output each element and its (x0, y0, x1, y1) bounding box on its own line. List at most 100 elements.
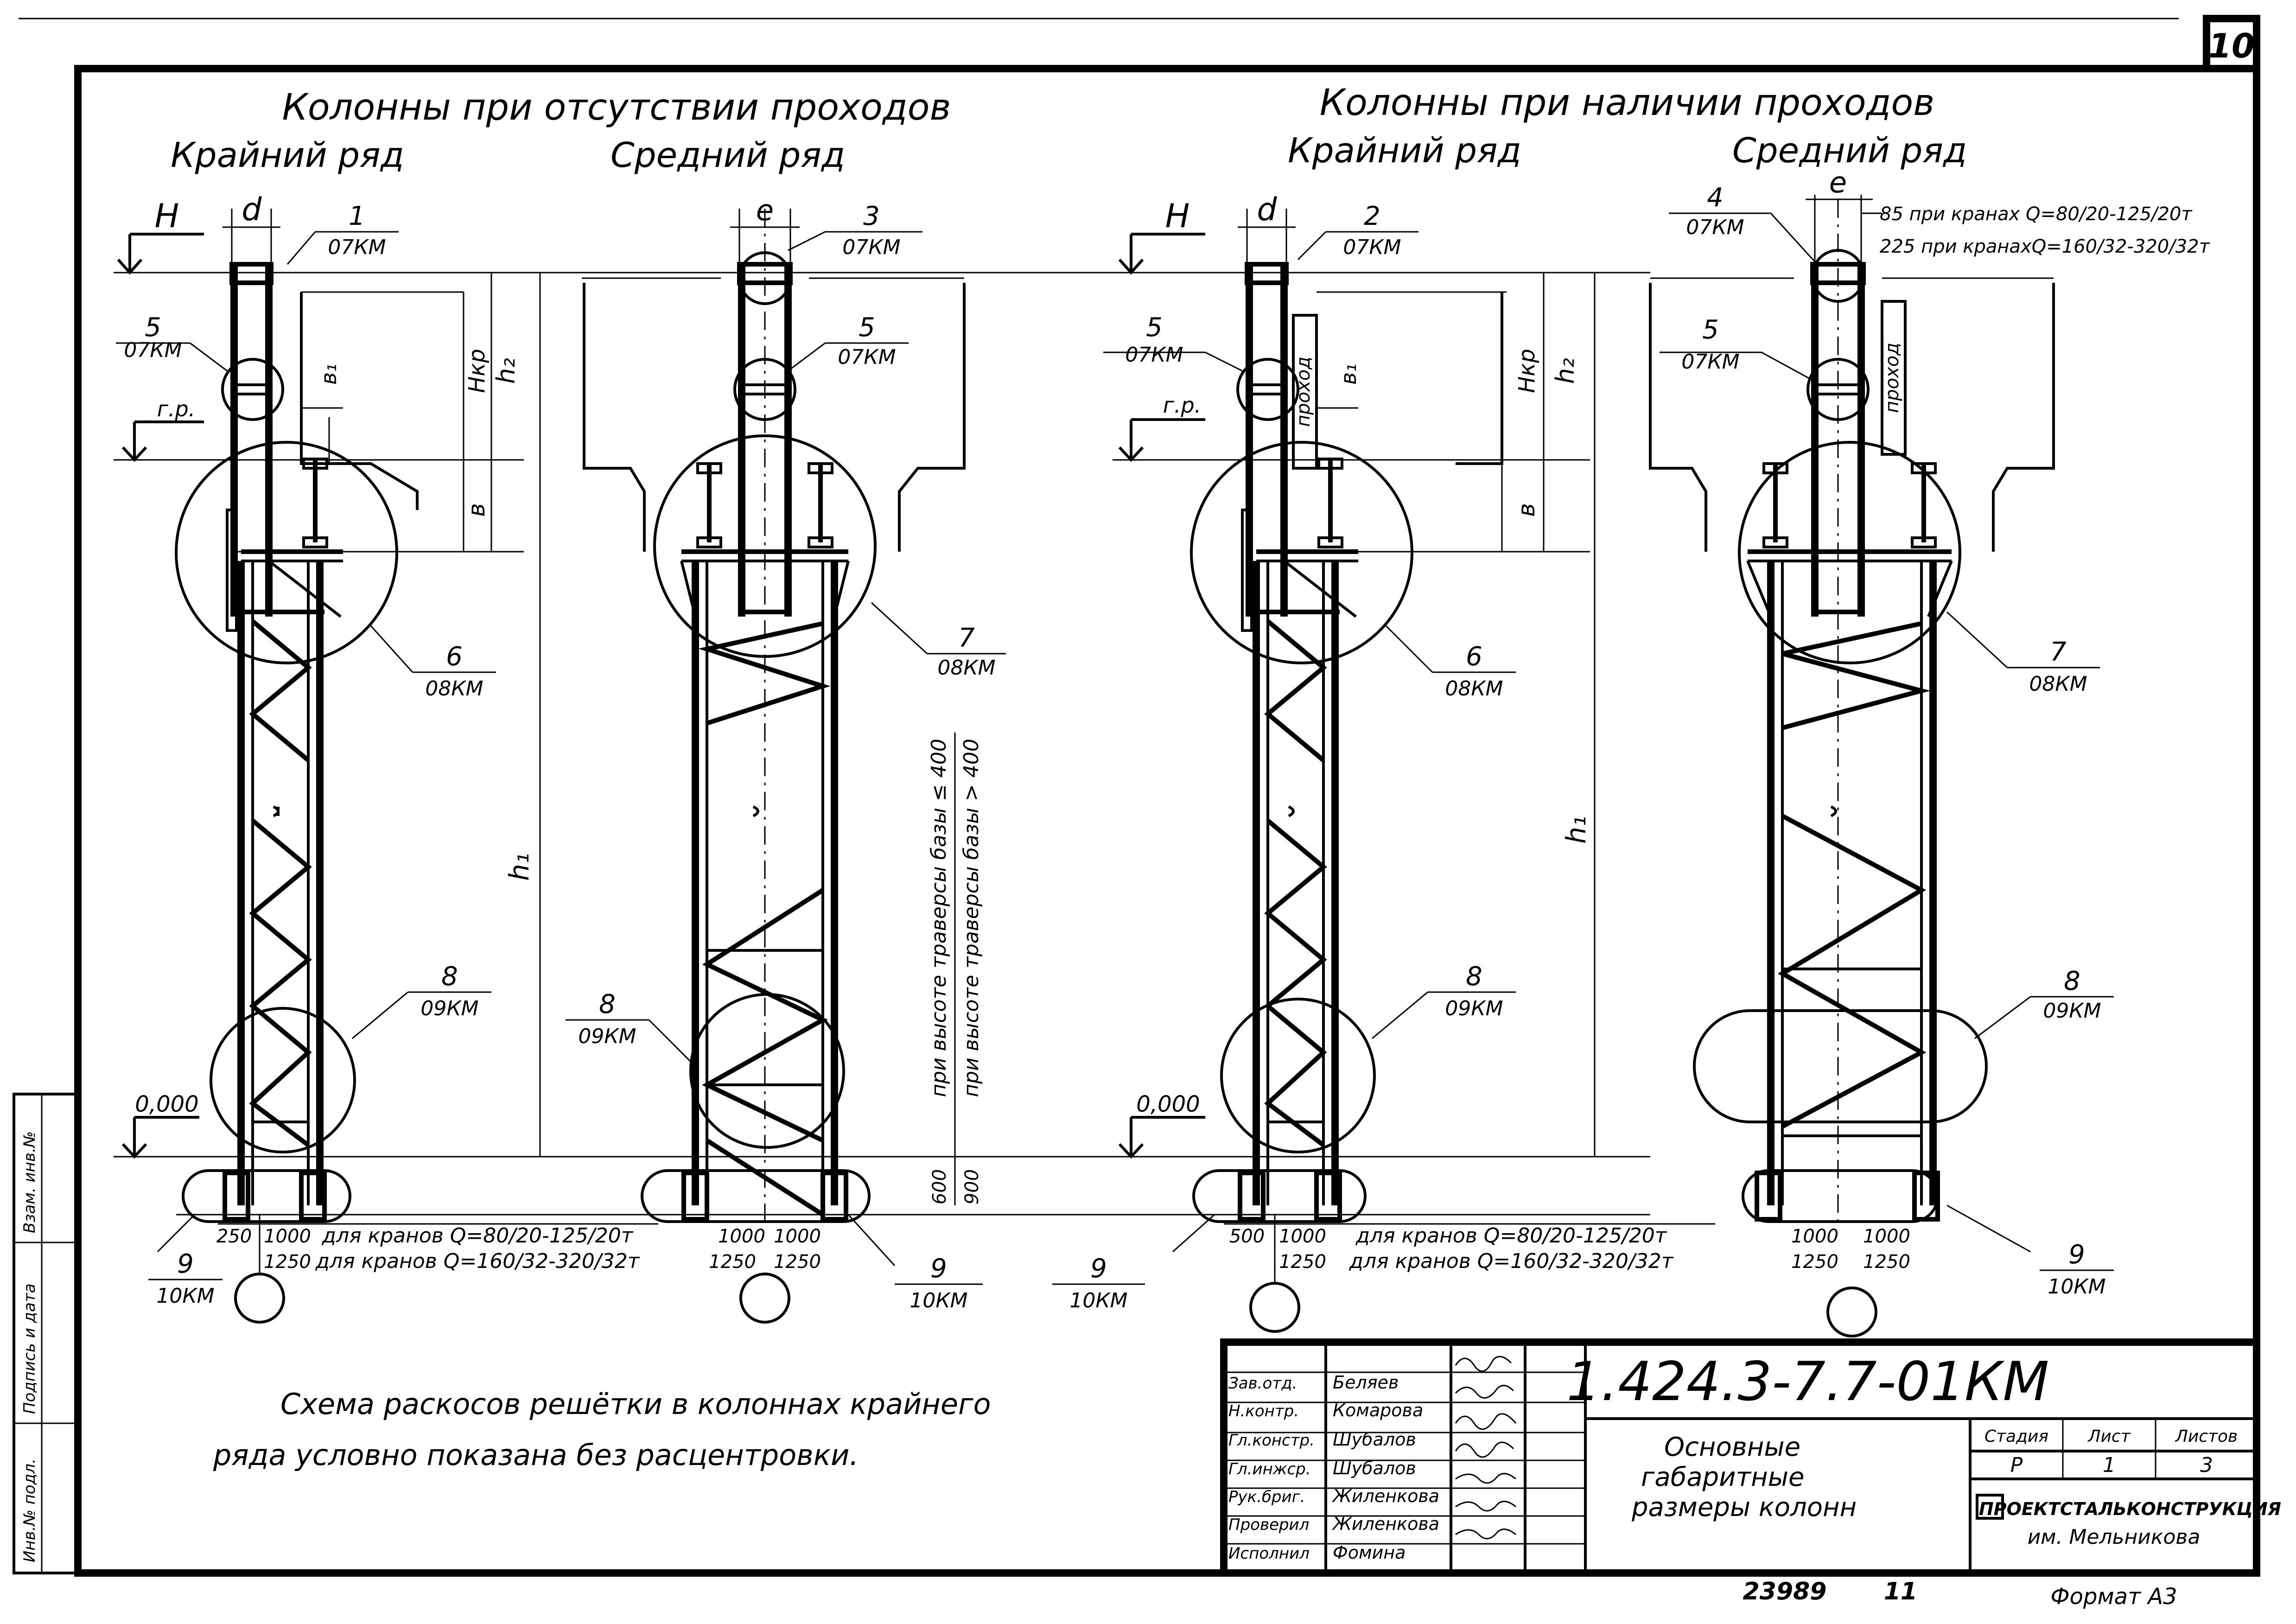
callout-sheet: 09КМ (420, 997, 478, 1020)
level-marker-rail-1: г.р. (121, 396, 204, 462)
dim-1250-a: 1250 (264, 1251, 311, 1273)
dim-1000-b: 1000 (718, 1226, 765, 1247)
callout-sheet: 07КМ (1125, 343, 1183, 367)
side-stamp-inv: Инв.№ подл. (20, 1458, 39, 1562)
dim-1000-e: 1000 (1791, 1226, 1838, 1247)
dim-1000-d: 1000 (1279, 1226, 1326, 1247)
callout-sheet: 07КМ (1681, 350, 1739, 374)
callout-num: 9 (1090, 1254, 1107, 1284)
section-titles: Колонны при отсутствии проходов Крайний … (171, 82, 1967, 175)
callout-num: 5 (859, 312, 875, 343)
stage-value: Р (2010, 1453, 2023, 1477)
format-label: Формат А3 (2050, 1584, 2177, 1610)
column-outer-no-passage (175, 262, 398, 1324)
label-zero-1: 0,000 (135, 1091, 198, 1117)
callout-sheet: 09КМ (578, 1025, 636, 1048)
callout-sheet: 10КМ (1069, 1289, 1127, 1312)
callout-num: 8 (1466, 962, 1482, 992)
subtitle-outer-row-1: Крайний ряд (171, 135, 404, 175)
signatory-name: Беляев (1333, 1372, 1399, 1393)
callout-num: 9 (177, 1249, 194, 1279)
callout-leaders (116, 212, 2114, 1285)
base-note-large: при высоте траверсы базы > 400 (960, 739, 983, 1097)
dim-hkr-2: Нкр (1514, 349, 1540, 393)
signatory-name: Фомина (1333, 1542, 1406, 1563)
title-line-3: размеры колонн (1631, 1492, 1857, 1522)
org-name: ПРОЕКТСТАЛЬКОНСТРУКЦИЯ (1979, 1499, 2281, 1519)
callout-sheet: 08КМ (425, 677, 483, 701)
subtitle-outer-row-2: Крайний ряд (1288, 131, 1521, 171)
dim-1250-b: 1250 (709, 1251, 756, 1273)
dim-d-2: d (1257, 191, 1277, 228)
signatory-name: Шубалов (1333, 1458, 1416, 1478)
archive-number: 23989 (1743, 1578, 1827, 1605)
dim-1000-a: 1000 (264, 1226, 311, 1247)
signatory-role: Гл.констр. (1228, 1431, 1315, 1450)
dim-1000-f: 1000 (1863, 1226, 1910, 1247)
label-rail-2: г.р. (1163, 393, 1202, 418)
callout-sheet: 08КМ (937, 656, 995, 680)
crane-note-large-2: для кранов Q=160/32-320/32т (1349, 1249, 1674, 1273)
dim-h2-2: h₂ (1551, 358, 1580, 384)
org-logo (1976, 1494, 2004, 1520)
passage-label-1: проход (1293, 357, 1314, 427)
level-marker-H-2: H (1118, 197, 1205, 275)
dim-1250-d: 1250 (1279, 1251, 1326, 1273)
crane-note-large-1: для кранов Q=160/32-320/32т (315, 1249, 640, 1273)
column-outer-with-passage-dims: d в₁ Нкр h₂ в h₁ (1238, 191, 1596, 1157)
column-middle-with-passage: проход (1693, 199, 1988, 1337)
page-number: 11 (1884, 1578, 1917, 1605)
signatory-role: Исполнил (1228, 1544, 1310, 1563)
callout-sheet: 07КМ (838, 345, 896, 369)
general-note: Схема раскосов решётки в колоннах крайне… (213, 1387, 991, 1472)
callout-sheet: 07КМ (328, 236, 386, 259)
level-marker-H-1: H (117, 197, 204, 275)
callout-sheet: 09КМ (1445, 997, 1503, 1020)
callout-num: 4 (1707, 183, 1724, 213)
note-line-2: ряда условно показана без расцентровки. (213, 1438, 859, 1472)
sheets-value: 3 (2200, 1453, 2213, 1477)
signatory-name: Шубалов (1333, 1429, 1416, 1450)
callout-sheet: 07КМ (1343, 236, 1401, 259)
sheet-header: Лист (2087, 1427, 2131, 1446)
base-dim-900: 900 (961, 1169, 983, 1204)
base-dim-600: 600 (929, 1169, 950, 1204)
stage-header: Стадия (1984, 1427, 2048, 1446)
signatory-role: Проверил (1228, 1516, 1309, 1534)
callout-sheet: 08КМ (1445, 677, 1503, 701)
callout-sheet: 09КМ (2043, 999, 2101, 1023)
column-middle-with-passage-dims: e 85 при кранах Q=80/20-125/20т 225 при … (1649, 166, 2211, 552)
title-line-1: Основные (1664, 1432, 1800, 1462)
signatory-role: Н.контр. (1228, 1402, 1299, 1420)
dim-h1-2: h₁ (1560, 816, 1592, 844)
signatory-name: Жиленкова (1332, 1514, 1439, 1534)
callout-num: 8 (2064, 966, 2080, 996)
column-outer-with-passage: проход (1190, 262, 1413, 1333)
callout-num: 6 (1466, 642, 1482, 672)
signatory-role: Зав.отд. (1228, 1374, 1297, 1393)
level-lines (114, 272, 1650, 1216)
dim-b-2: в (1513, 503, 1540, 516)
footer: 23989 11 Формат А3 (1743, 1578, 2177, 1610)
signatory-name: Комарова (1333, 1400, 1423, 1420)
dim-e-2: e (1829, 166, 1847, 199)
callout-labels: 1 07КМ 3 07КМ 2 07КМ 4 07КМ 5 07КМ 5 07К… (124, 183, 2105, 1312)
callout-sheet: 08КМ (2029, 672, 2087, 696)
label-rail-1: г.р. (157, 396, 196, 421)
subtitle-middle-row-2: Средний ряд (1732, 131, 1967, 171)
callout-num: 1 (349, 201, 365, 231)
callout-sheet: 07КМ (124, 338, 182, 362)
dim-b1-2: в₁ (1336, 363, 1361, 385)
title-no-passage: Колонны при отсутствии проходов (282, 87, 951, 128)
callout-sheet: 10КМ (156, 1284, 214, 1308)
dim-250: 250 (216, 1226, 252, 1247)
dim-1250-f: 1250 (1863, 1251, 1910, 1273)
callout-num: 7 (2050, 637, 2067, 667)
note-offset-225: 225 при кранахQ=160/32-320/32т (1880, 236, 2211, 257)
column-middle-no-passage-dims: e (582, 193, 966, 552)
dim-b1-1: в₁ (316, 363, 341, 385)
side-stamp: Инв.№ подл. Подпись и дата Взам. инв.№ (13, 1093, 79, 1574)
label-zero-2: 0,000 (1136, 1091, 1200, 1117)
note-offset-85: 85 при кранах Q=80/20-125/20т (1880, 204, 2193, 225)
signatory-name: Жиленкова (1332, 1486, 1439, 1506)
